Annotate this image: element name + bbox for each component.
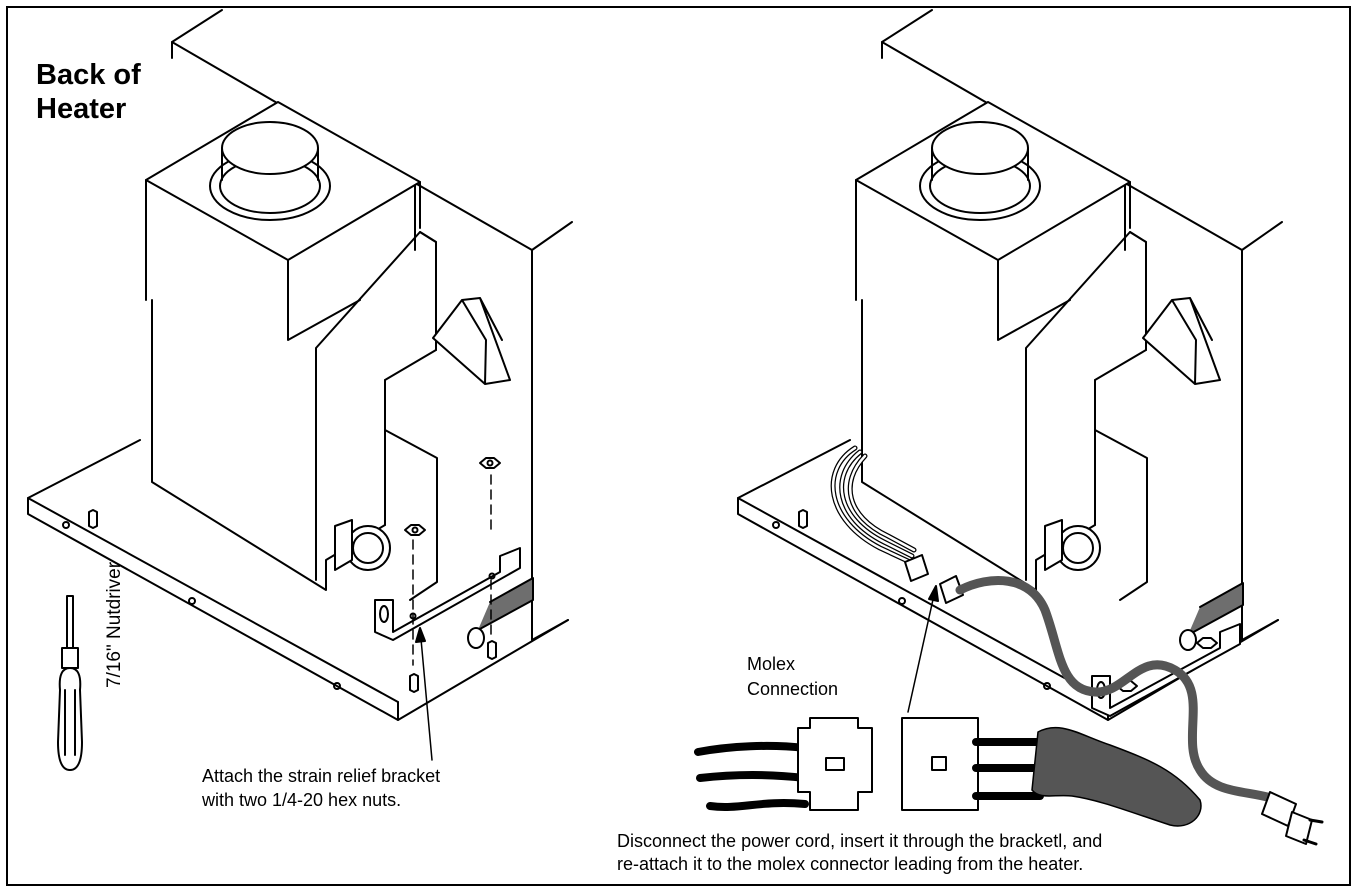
molex-plug-small <box>904 554 929 582</box>
right-heater-body <box>861 231 1147 591</box>
molex-leader <box>907 585 937 713</box>
molex-label-line-1: Molex <box>747 654 796 674</box>
left-strain-relief-bracket <box>374 547 521 641</box>
power-cord <box>955 576 1283 805</box>
right-heater-view <box>694 9 1324 846</box>
right-caption-line-2: re-attach it to the molex connector lead… <box>617 854 1084 874</box>
molex-label: Molex Connection <box>747 652 838 702</box>
left-vent <box>432 297 511 385</box>
left-heater-body <box>151 231 437 591</box>
nutdriver-icon <box>57 595 83 771</box>
left-caption-line-1: Attach the strain relief bracket <box>202 766 441 786</box>
heater-wires <box>830 445 917 565</box>
cord-sheath <box>1031 726 1202 827</box>
left-heater-view <box>27 9 573 771</box>
left-alignment-lines <box>412 474 492 666</box>
right-pipe <box>1187 582 1244 636</box>
left-tube <box>334 519 391 571</box>
left-flue-box <box>145 101 421 341</box>
title-line-1: Back of <box>36 59 141 91</box>
nutdriver-label: 7/16" Nutdriver <box>104 561 125 688</box>
right-caption-line-1: Disconnect the power cord, insert it thr… <box>617 831 1103 851</box>
page-title: Back of Heater <box>36 58 141 126</box>
molex-connector-detail <box>694 717 1202 827</box>
plug-icon <box>1261 791 1324 846</box>
right-vent <box>1142 297 1221 385</box>
left-caption-leader <box>419 627 433 761</box>
left-hex-nuts <box>88 457 501 693</box>
molex-label-line-2: Connection <box>747 679 839 699</box>
molex-socket-small <box>939 575 964 604</box>
title-line-2: Heater <box>36 93 127 125</box>
right-tube <box>1044 519 1101 571</box>
left-caption: Attach the strain relief bracket with tw… <box>202 764 440 812</box>
right-caption: Disconnect the power cord, insert it thr… <box>617 830 1102 876</box>
right-flue-box <box>855 101 1131 341</box>
left-caption-line-2: with two 1/4-20 hex nuts. <box>202 790 402 810</box>
